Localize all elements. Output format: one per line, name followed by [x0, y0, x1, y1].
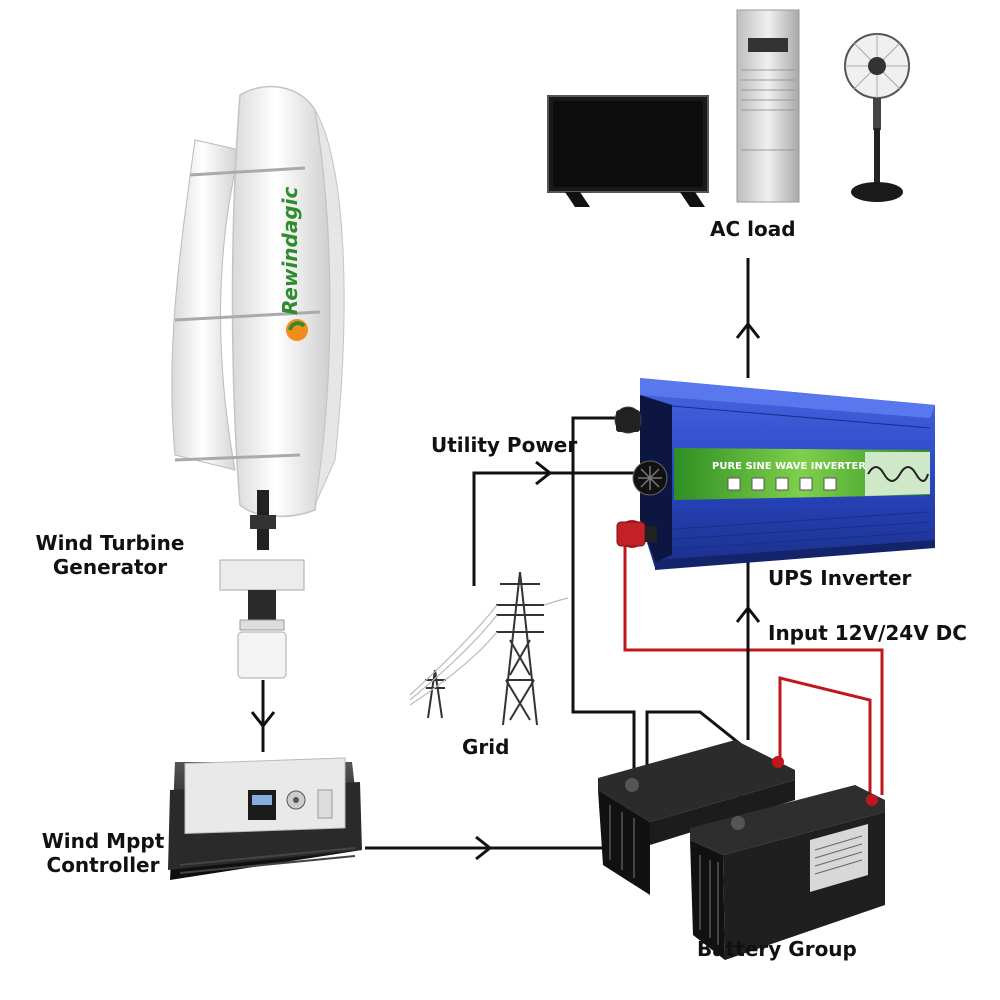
ups-inverter-label: UPS Inverter: [768, 566, 912, 590]
flow-turbine-to-controller: [250, 680, 276, 752]
turbine-logo: Rewindagic: [278, 186, 308, 341]
ac-load-label: AC load: [710, 217, 796, 241]
flow-grid-to-inverter: [472, 460, 640, 586]
tv-image: [547, 95, 709, 207]
battery-image: [598, 740, 885, 960]
wind-mppt-label-line2: Controller: [46, 853, 160, 877]
wind-turbine-label-line1: Wind Turbine: [35, 531, 185, 555]
wind-mppt-label: Wind Mppt Controller: [28, 829, 178, 877]
wind-turbine-image: Rewindagic: [171, 85, 345, 679]
power-tower-image: [409, 571, 569, 726]
grid-label: Grid: [462, 735, 510, 759]
flow-inverter-to-load: [735, 258, 761, 378]
wind-mppt-label-line1: Wind Mppt: [41, 829, 165, 853]
turbine-logo-text: Rewindagic: [278, 186, 302, 315]
flow-controller-to-battery: [365, 835, 612, 861]
wind-turbine-label-line2: Generator: [52, 555, 168, 579]
fan-image: [844, 33, 910, 202]
inverter-image: PURE SINE WAVE INVERTER: [614, 378, 935, 570]
flow-battery-to-inverter: [735, 560, 761, 740]
air-conditioner-image: [736, 9, 800, 203]
mppt-controller-image: [168, 757, 362, 880]
utility-power-label: Utility Power: [431, 433, 578, 457]
wind-turbine-label: Wind Turbine Generator: [15, 531, 205, 579]
inverter-panel-text: PURE SINE WAVE INVERTER: [712, 461, 866, 472]
battery-group-label: Battery Group: [697, 937, 857, 961]
red-wires: [623, 545, 884, 800]
input-dc-label: Input 12V/24V DC: [768, 621, 967, 645]
